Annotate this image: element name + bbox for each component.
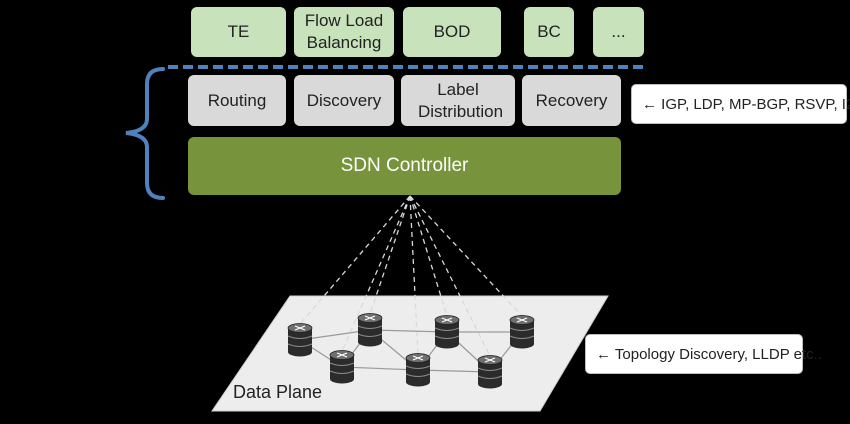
service-flow-load-balancing: Flow Load Balancing (294, 7, 394, 57)
network-link (341, 329, 371, 368)
topology-callout: ← Topology Discovery, LLDP etc.. (585, 334, 822, 374)
service-label: BOD (433, 22, 471, 41)
network-link (446, 331, 491, 373)
network-link (369, 329, 419, 371)
function-label: Routing (207, 90, 267, 110)
sdn-controller: SDN Controller (188, 137, 621, 195)
network-link (369, 329, 448, 333)
network-link (417, 331, 448, 371)
network-link (341, 366, 419, 371)
service-more: ... (593, 7, 644, 57)
function-label: Recovery (535, 90, 608, 110)
service-label: BC (537, 22, 561, 41)
protocols-callout-text: ← IGP, LDP, MP-BGP, RSVP, I2RS (642, 95, 850, 113)
routers (287, 313, 535, 389)
controller-link (409, 195, 491, 357)
sdn-controller-label: SDN Controller (340, 155, 469, 176)
controller-link (409, 195, 419, 355)
controller-links (299, 195, 523, 357)
data-plane-label: Data Plane (233, 382, 323, 402)
service-label: TE (227, 22, 250, 41)
controller-link (369, 195, 411, 315)
function-routing: Routing (188, 75, 286, 126)
network-link (299, 339, 343, 368)
service-te: TE (191, 7, 286, 57)
function-label: Discovery (306, 90, 382, 110)
router-icon (357, 313, 383, 347)
control-plane-brace (125, 67, 165, 200)
topology-callout-text: ← Topology Discovery, LLDP etc.. (596, 345, 822, 363)
controller-link (299, 195, 411, 325)
function-label: Label Distribution (418, 79, 504, 121)
protocols-callout: ← IGP, LDP, MP-BGP, RSVP, I2RS (631, 84, 850, 124)
router-icon (434, 315, 460, 349)
service-bod: BOD (403, 7, 501, 57)
controller-link (409, 195, 448, 317)
router-icon (405, 353, 431, 387)
controller-link (409, 195, 523, 317)
router-icon (477, 355, 503, 389)
network-link (299, 329, 371, 341)
router-icon (329, 350, 355, 384)
service-label: ... (611, 22, 626, 41)
network-link (489, 331, 523, 373)
function-recovery: Recovery (522, 75, 621, 126)
controller-link (341, 195, 411, 352)
service-bc: BC (524, 7, 574, 57)
network-link (417, 369, 491, 373)
network-links (299, 329, 523, 373)
function-label-distribution: Label Distribution (401, 75, 515, 126)
router-icon (509, 315, 535, 349)
function-discovery: Discovery (294, 75, 394, 126)
router-icon (287, 323, 313, 357)
service-label: Flow Load Balancing (304, 11, 384, 52)
